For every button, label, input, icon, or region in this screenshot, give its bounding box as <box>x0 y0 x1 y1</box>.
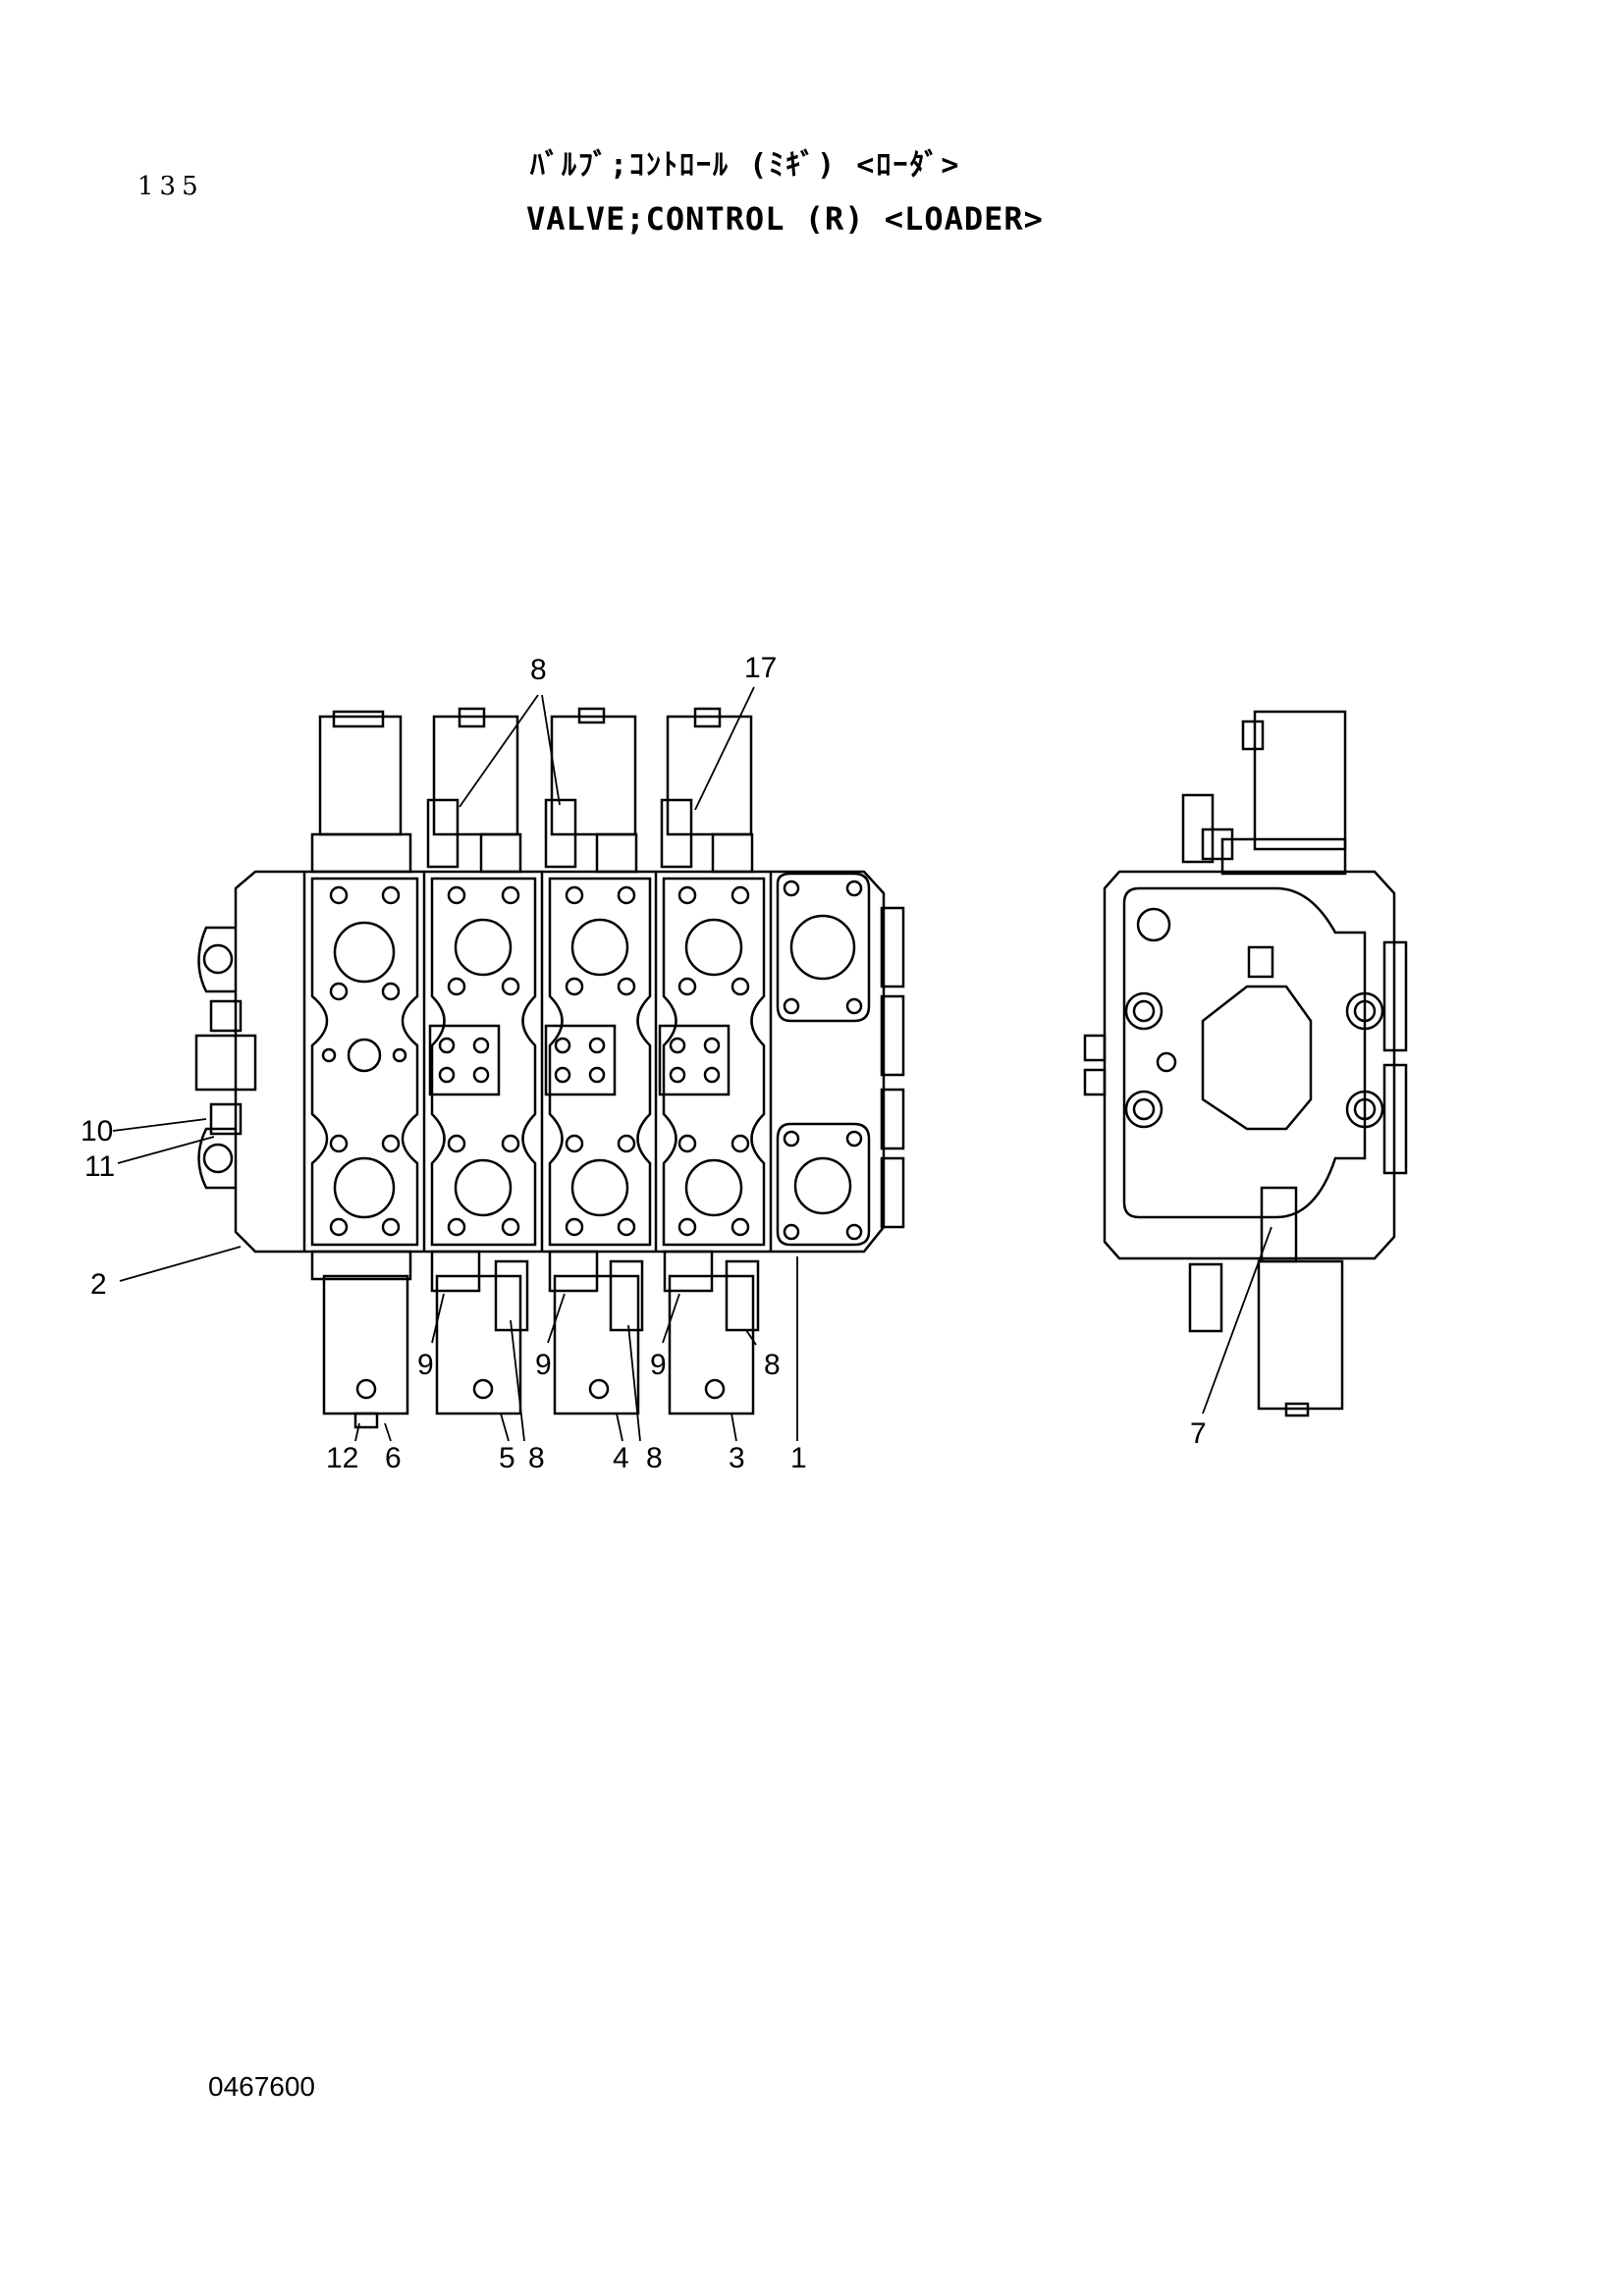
side-port <box>1201 985 1313 1131</box>
inlet-block <box>194 1034 257 1092</box>
side-bottom-solenoid <box>1257 1259 1344 1411</box>
callout-17: 17 <box>744 652 777 684</box>
callout-11: 11 <box>84 1150 115 1183</box>
callout-2: 2 <box>90 1268 107 1301</box>
callouts: 8 17 10 11 2 9 9 9 8 12 6 5 8 4 8 3 1 7 <box>81 652 1207 1474</box>
callout-10: 10 <box>81 1115 113 1148</box>
front-view <box>194 707 905 1429</box>
top-solenoid-4 <box>666 715 753 836</box>
section-3 <box>544 877 652 1247</box>
left-mount-upper <box>197 926 236 993</box>
callout-12: 12 <box>326 1442 358 1474</box>
callout-9-b: 9 <box>535 1349 552 1381</box>
callout-3: 3 <box>729 1442 745 1474</box>
callout-8-top: 8 <box>530 654 547 686</box>
bottom-solenoid-3 <box>553 1274 640 1415</box>
bottom-cap-1 <box>322 1274 409 1415</box>
callout-9-c: 9 <box>650 1349 667 1381</box>
side-top-solenoid <box>1253 710 1347 851</box>
section-5 <box>776 872 871 1247</box>
page-number: 135 <box>137 172 204 201</box>
top-cap-1 <box>318 715 403 836</box>
callout-8-c: 8 <box>646 1442 663 1474</box>
title-english: VALVE;CONTROL (R) <LOADER> <box>526 200 1044 238</box>
section-4 <box>658 877 766 1247</box>
section-1-face <box>310 877 419 1247</box>
bottom-solenoid-4 <box>668 1274 755 1415</box>
callout-9-a: 9 <box>417 1349 434 1381</box>
callout-7: 7 <box>1190 1417 1207 1450</box>
callout-4: 4 <box>613 1442 629 1474</box>
side-view <box>1083 710 1408 1417</box>
leader-lines <box>112 686 1272 1442</box>
left-mount-lower <box>197 1127 236 1190</box>
valve-body-outline <box>234 870 886 1254</box>
drawing-number: 0467600 <box>208 2071 316 2102</box>
bottom-solenoid-2 <box>435 1274 522 1415</box>
callout-5: 5 <box>499 1442 515 1474</box>
top-solenoid-2 <box>432 715 519 836</box>
side-body-outline <box>1103 870 1396 1260</box>
title-japanese: ﾊﾞﾙﾌﾞ;ｺﾝﾄﾛｰﾙ (ﾐｷﾞ) <ﾛｰﾀﾞ> <box>530 148 961 183</box>
callout-1: 1 <box>790 1442 807 1474</box>
callout-6: 6 <box>385 1442 402 1474</box>
callout-8-a: 8 <box>764 1349 781 1381</box>
section-2 <box>428 877 537 1247</box>
callout-8-b: 8 <box>528 1442 545 1474</box>
top-solenoid-3 <box>550 715 637 836</box>
